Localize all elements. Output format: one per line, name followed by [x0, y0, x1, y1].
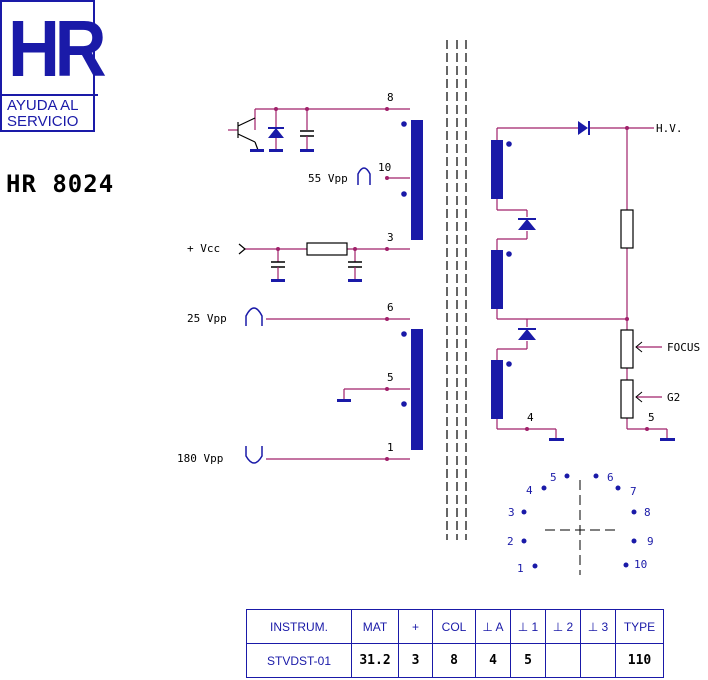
secondary-diode-1-icon: [518, 219, 536, 230]
pin-5-sec-label: 5: [648, 411, 655, 424]
bleeder-resistor: [620, 209, 634, 249]
header-cell: MAT: [351, 609, 399, 644]
connector-pin-label: 4: [526, 484, 533, 497]
pin-5-label: 5: [387, 371, 394, 384]
logo-line-2: SERVICIO: [7, 113, 79, 130]
v55-label: 55 Vpp: [308, 172, 348, 185]
vcc-capacitor-2: [348, 261, 362, 282]
connector-pin-label: 6: [607, 471, 614, 484]
header-cell: ⊥ 1: [510, 609, 546, 644]
header-cell: TYPE: [615, 609, 664, 644]
vcc-resistor: [306, 242, 348, 256]
header-cell: INSTRUM.: [246, 609, 352, 644]
logo-hr-text: HR: [8, 4, 107, 93]
secondary-winding-1: [491, 140, 503, 199]
focus-label: FOCUS: [667, 341, 700, 354]
pulse-25-icon: [245, 307, 263, 326]
secondary-winding-3: [491, 360, 503, 419]
pulse-55-icon: [357, 167, 371, 185]
value-cell: 4: [475, 643, 511, 678]
hv-label: H.V.: [656, 122, 683, 135]
pin-3-label: 3: [387, 231, 394, 244]
specs-value-row: STVDST-01 31.2 3 8 4 5 110: [246, 643, 664, 678]
pin-8-label: 8: [387, 91, 394, 104]
value-cell: 110: [615, 643, 664, 678]
ground-icon: [337, 399, 351, 402]
ground-icon: [549, 438, 564, 441]
junctions: [274, 107, 649, 461]
g2-label: G2: [667, 391, 680, 404]
vcc-capacitor-1: [271, 261, 285, 282]
v180-label: 180 Vpp: [177, 452, 223, 465]
header-cell: ⊥ A: [475, 609, 511, 644]
connector-pin-label: 5: [550, 471, 557, 484]
connector-pin-label: 3: [508, 506, 515, 519]
connector-pin-label: 10: [634, 558, 647, 571]
connector-pin-label: 1: [517, 562, 524, 575]
pulse-180-icon: [245, 446, 263, 464]
logo-subtitle: AYUDA AL SERVICIO: [2, 94, 98, 130]
primary-winding-1: [411, 120, 423, 240]
value-cell: STVDST-01: [246, 643, 352, 678]
pin-4-sec-label: 4: [527, 411, 534, 424]
connector-pin-label: 7: [630, 485, 637, 498]
connector-pinout: 1 2 3 4 5 6 7 8 9 10: [507, 471, 654, 575]
wires: [228, 108, 668, 460]
vcc-label: + Vcc: [187, 242, 220, 255]
connector-pin-label: 9: [647, 535, 654, 548]
value-cell: 31.2: [351, 643, 399, 678]
specs-table: INSTRUM. MAT + COL ⊥ A ⊥ 1 ⊥ 2 ⊥ 3 TYPE …: [246, 609, 664, 678]
secondary-winding-2: [491, 250, 503, 309]
value-cell: 5: [510, 643, 546, 678]
pin-6-label: 6: [387, 301, 394, 314]
transformer-core: [446, 40, 467, 540]
header-cell: ⊥ 2: [545, 609, 581, 644]
model-title: HR 8024: [6, 170, 115, 198]
g2-potentiometer: [620, 379, 634, 419]
header-cell: +: [398, 609, 433, 644]
value-cell: 3: [398, 643, 433, 678]
hv-diode-icon: [578, 121, 588, 135]
vcc-input-arrow: [238, 243, 246, 255]
pin-10-label: 10: [378, 161, 391, 174]
transistor-icon: [237, 117, 259, 151]
value-cell: [580, 643, 616, 678]
hr-logo: HR AYUDA AL SERVICIO: [0, 0, 107, 132]
connector-pin-label: 8: [644, 506, 651, 519]
logo-line-1: AYUDA AL: [7, 97, 79, 114]
secondary-diode-2-icon: [518, 329, 536, 340]
winding-dots: [401, 121, 512, 407]
focus-potentiometer: [620, 329, 634, 369]
damper-diode-icon: [268, 128, 284, 138]
pin-1-label: 1: [387, 441, 394, 454]
header-cell: COL: [432, 609, 476, 644]
connector-pin-label: 2: [507, 535, 514, 548]
ground-icon: [660, 438, 675, 441]
value-cell: 8: [432, 643, 476, 678]
primary-winding-2: [411, 329, 423, 450]
header-cell: ⊥ 3: [580, 609, 616, 644]
specs-header-row: INSTRUM. MAT + COL ⊥ A ⊥ 1 ⊥ 2 ⊥ 3 TYPE: [246, 609, 664, 644]
value-cell: [545, 643, 581, 678]
tuning-capacitor-icon: [300, 130, 314, 152]
v25-label: 25 Vpp: [187, 312, 227, 325]
